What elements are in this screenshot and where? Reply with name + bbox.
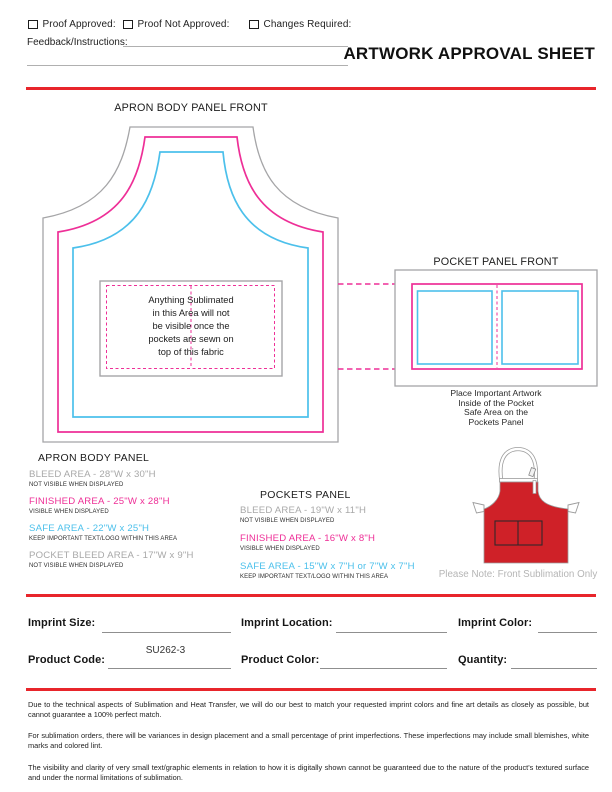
spec-note: NOT VISIBLE WHEN DISPLAYED <box>29 481 124 488</box>
spec-label: POCKET BLEED AREA - 17"W x 9"H <box>29 550 194 561</box>
pocket-safe-left-outline <box>416 290 493 365</box>
spec-item-bleed: BLEED AREA - 19"W x 11"H NOT VISIBLE WHE… <box>240 505 366 524</box>
overlay-note-line: in this Area will not <box>152 308 230 318</box>
disclaimer-paragraph: Due to the technical aspects of Sublimat… <box>28 700 589 720</box>
feedback-write-line-2[interactable] <box>27 65 348 66</box>
spec-note: NOT VISIBLE WHEN DISPLAYED <box>29 562 124 569</box>
spec-note: KEEP IMPORTANT TEXT/LOGO WITHIN THIS ARE… <box>240 573 389 580</box>
spec-item-finished: FINISHED AREA - 25"W x 28"H VISIBLE WHEN… <box>29 496 170 515</box>
caption-line: Safe Area on the <box>463 407 529 418</box>
spec-item-safe: SAFE AREA - 22"W x 25"H KEEP IMPORTANT T… <box>29 523 177 542</box>
apron-body-panel-heading: APRON BODY PANEL <box>38 452 150 464</box>
product-code-label: Product Code: <box>28 654 106 666</box>
disclaimer-paragraph: The visibility and clarity of very small… <box>28 763 589 783</box>
waist-tie-left <box>472 501 485 514</box>
imprint-color-label: Imprint Color: <box>458 617 533 629</box>
spec-note: KEEP IMPORTANT TEXT/LOGO WITHIN THIS ARE… <box>29 535 178 542</box>
product-color-label: Product Color: <box>241 654 320 666</box>
product-color-field[interactable] <box>320 668 447 669</box>
proof-approved-option[interactable]: Proof Approved: <box>28 19 116 30</box>
pocket-overlay-note: Anything Sublimated in this Area will no… <box>101 294 281 359</box>
pocket-bleed-outline <box>394 269 598 387</box>
spec-label: SAFE AREA - 22"W x 25"H <box>29 523 150 534</box>
pockets-panel-heading: POCKETS PANEL <box>260 489 351 501</box>
spec-note: VISIBLE WHEN DISPLAYED <box>240 545 320 552</box>
spec-label: FINISHED AREA - 16"W x 8"H <box>240 533 376 544</box>
spec-note: NOT VISIBLE WHEN DISPLAYED <box>240 517 335 524</box>
spec-note: VISIBLE WHEN DISPLAYED <box>29 508 109 515</box>
bleed-area-outline <box>42 126 339 443</box>
imprint-size-label: Imprint Size: <box>28 617 96 629</box>
finished-area-outline <box>57 136 324 433</box>
spec-label: FINISHED AREA - 25"W x 28"H <box>29 496 170 507</box>
pocket-safe-right-outline <box>501 290 579 365</box>
apron-body-panel-front-title: APRON BODY PANEL FRONT <box>114 102 268 114</box>
proof-not-approved-label: Proof Not Approved: <box>137 19 230 30</box>
spec-item-safe: SAFE AREA - 15"W x 7"H or 7"W x 7"H KEEP… <box>240 561 415 580</box>
spec-label: SAFE AREA - 15"W x 7"H or 7"W x 7"H <box>240 561 415 572</box>
bib-top-hem <box>499 478 538 483</box>
front-sublimation-note: Please Note: Front Sublimation Only <box>438 569 598 580</box>
neck-strap <box>499 447 538 483</box>
apron-product-illustration <box>472 446 580 564</box>
pocket-panel-front-title: POCKET PANEL FRONT <box>433 256 559 268</box>
pocket-bleed-rect <box>99 280 283 377</box>
caption-line: Place Important Artwork <box>450 388 542 398</box>
imprint-location-field[interactable] <box>336 632 447 633</box>
spec-item-pocket-bleed: POCKET BLEED AREA - 17"W x 9"H NOT VISIB… <box>29 550 194 569</box>
page-title: ARTWORK APPROVAL SHEET <box>343 44 595 63</box>
changes-required-checkbox[interactable] <box>249 19 259 30</box>
proof-approved-checkbox[interactable] <box>28 19 38 30</box>
proof-approved-label: Proof Approved: <box>42 19 116 30</box>
imprint-location-label: Imprint Location: <box>241 617 333 629</box>
product-code-value: SU262-3 <box>145 645 186 656</box>
changes-required-option[interactable]: Changes Required: <box>249 19 351 30</box>
spec-item-bleed: BLEED AREA - 28"W x 30"H NOT VISIBLE WHE… <box>29 469 156 488</box>
strap-tail <box>532 480 537 494</box>
header-divider-rule <box>26 87 596 90</box>
feedback-write-line-1[interactable] <box>123 46 348 47</box>
spec-label: BLEED AREA - 28"W x 30"H <box>29 469 156 480</box>
apron-body <box>483 481 569 564</box>
waist-tie-right <box>567 501 580 514</box>
footer-divider-rule <box>26 688 596 691</box>
pocket-panel-diagram <box>394 269 598 387</box>
quantity-label: Quantity: <box>458 654 508 666</box>
overlay-note-line: top of this fabric <box>158 347 224 357</box>
changes-required-label: Changes Required: <box>263 19 352 30</box>
mid-divider-rule <box>26 594 596 597</box>
overlay-note-line: be visible once the <box>152 321 230 331</box>
quantity-field[interactable] <box>511 668 597 669</box>
feedback-instructions-label: Feedback/Instructions: <box>27 37 128 48</box>
caption-line: Inside of the Pocket <box>458 397 534 408</box>
spec-item-finished: FINISHED AREA - 16"W x 8"H VISIBLE WHEN … <box>240 533 375 552</box>
strap-buckle <box>528 467 537 478</box>
overlay-note-line: pockets are sewn on <box>148 334 234 344</box>
apron-body-panel-diagram <box>42 126 395 443</box>
proof-not-approved-option[interactable]: Proof Not Approved: <box>123 19 229 30</box>
imprint-color-field[interactable] <box>538 632 597 633</box>
imprint-size-field[interactable] <box>102 632 231 633</box>
disclaimer-paragraph: For sublimation orders, there will be va… <box>28 731 589 751</box>
spec-label: BLEED AREA - 19"W x 11"H <box>240 505 367 516</box>
pocket-finished-outline <box>411 283 583 370</box>
pocket-finished-dashed-rect <box>106 285 275 369</box>
safe-area-outline <box>72 151 309 418</box>
overlay-note-line: Anything Sublimated <box>148 295 234 305</box>
product-code-field[interactable] <box>108 668 231 669</box>
proof-not-approved-checkbox[interactable] <box>123 19 133 30</box>
caption-line: Pockets Panel <box>468 416 524 427</box>
pocket-panel-caption: Place Important Artwork Inside of the Po… <box>396 388 596 427</box>
